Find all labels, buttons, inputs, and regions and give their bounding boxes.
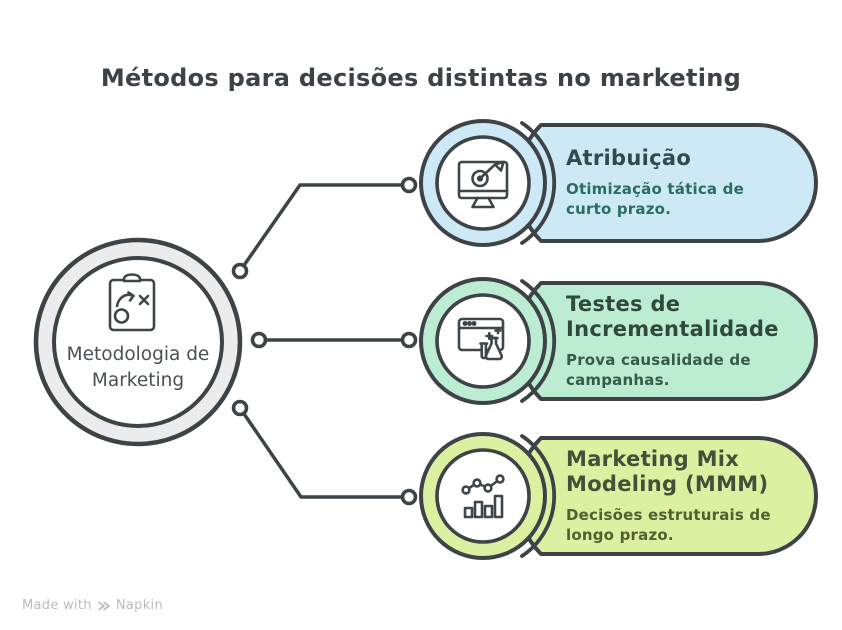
branch-testes-text: Testes de Incrementalidade Prova causali…: [566, 283, 818, 399]
branch-accent-arc: [520, 279, 557, 403]
branch-description: Decisões estruturais de longo prazo.: [566, 505, 771, 544]
branch-atribuicao: Atribuição Otimização tática de curto pr…: [414, 108, 820, 258]
branch-testes-shape: [419, 277, 818, 405]
branch-mmm: Marketing Mix Modeling (MMM) Decisões es…: [414, 421, 820, 571]
center-node: Metodologia de Marketing: [32, 236, 244, 448]
branch-mmm-shape: [419, 432, 818, 560]
diagram-title: Métodos para decisões distintas no marke…: [100, 64, 742, 93]
branch-testes-incrementalidade: Testes de Incrementalidade Prova causali…: [414, 266, 820, 416]
branch-description: Prova causalidade de campanhas.: [566, 350, 751, 389]
trend-bar-chart-icon: [461, 474, 505, 519]
branch-mmm-text: Marketing Mix Modeling (MMM) Decisões es…: [566, 438, 818, 554]
branch-title: Testes de Incrementalidade: [566, 291, 779, 341]
branch-title: Marketing Mix Modeling (MMM): [566, 446, 769, 496]
napkin-watermark: Made with Napkin: [22, 598, 163, 613]
branch-accent-arc: [520, 121, 557, 245]
center-node-label: Metodologia de Marketing: [66, 344, 210, 391]
napkin-brand-label: Napkin: [115, 598, 163, 613]
strategy-clipboard-icon: [108, 273, 156, 332]
monitor-target-icon: [457, 160, 509, 209]
connector-bottom: [238, 406, 405, 499]
branch-atribuicao-shape: [419, 119, 818, 247]
center-node-rings: [33, 237, 243, 447]
branch-accent-arc: [520, 434, 557, 558]
connector-dots: [231, 176, 418, 506]
branch-title: Atribuição: [566, 146, 692, 171]
made-with-label: Made with: [22, 598, 92, 613]
ab-test-flask-icon: [457, 317, 505, 361]
branch-atribuicao-text: Atribuição Otimização tática de curto pr…: [566, 125, 818, 241]
napkin-logo-icon: [98, 601, 110, 610]
connector-top: [238, 183, 405, 273]
branch-description: Otimização tática de curto prazo.: [566, 180, 744, 219]
